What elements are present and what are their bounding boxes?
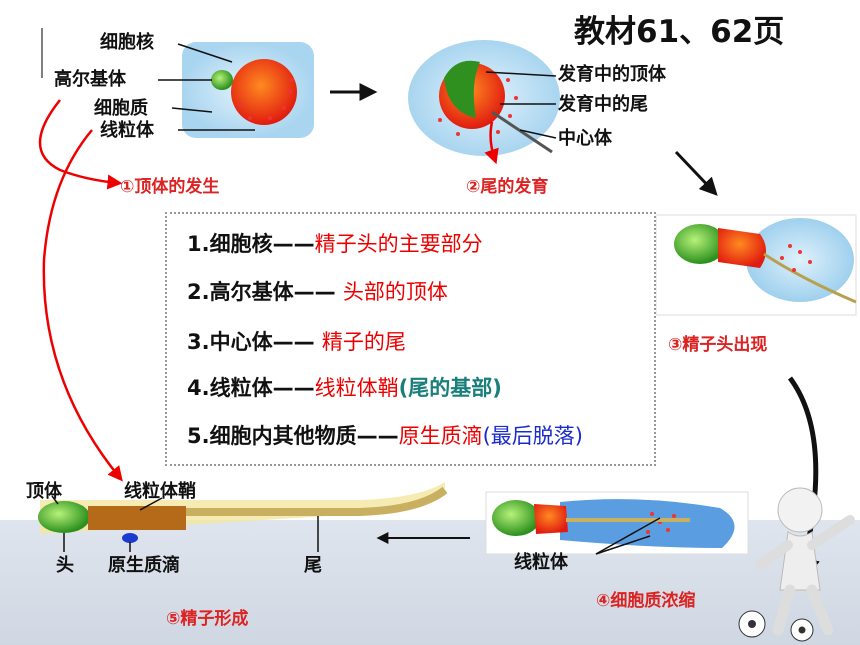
- summary-row-2: 2.高尔基体—— 头部的顶体: [187, 280, 448, 304]
- step-4: ④细胞质浓缩: [596, 591, 696, 611]
- label-nucleus: 细胞核: [100, 32, 154, 53]
- stage4-cell: [485, 491, 749, 555]
- label-tail-dev: 发育中的尾: [558, 94, 648, 115]
- stage2-red-arrow: [484, 121, 499, 165]
- red-arrow-golgi: [38, 99, 123, 190]
- stage2-cell: [408, 40, 560, 156]
- label-tail: 尾: [304, 555, 322, 576]
- arrow-2-3: [674, 150, 718, 196]
- label-mito-stage4: 线粒体: [514, 552, 568, 573]
- step-3: ③精子头出现: [668, 335, 768, 355]
- label-mitochondria: 线粒体: [100, 120, 154, 141]
- stick-figure: [738, 487, 855, 642]
- red-arrow-mito: [42, 129, 123, 482]
- label-golgi: 高尔基体: [54, 69, 126, 90]
- step-1: ①顶体的发生: [120, 177, 220, 197]
- step-2: ②尾的发育: [466, 177, 549, 197]
- label-cytoplasm: 细胞质: [94, 98, 148, 119]
- summary-row-1: 1.细胞核——精子头的主要部分: [187, 232, 483, 256]
- stage3-cell: [655, 214, 857, 316]
- summary-box: 1.细胞核——精子头的主要部分 2.高尔基体—— 头部的顶体 3.中心体—— 精…: [165, 212, 656, 466]
- page-title: 教材61、62页: [574, 14, 785, 50]
- label-head: 头: [56, 555, 74, 576]
- label-droplet: 原生质滴: [108, 555, 180, 576]
- label-acrosome: 顶体: [26, 481, 62, 502]
- label-acrosome-dev: 发育中的顶体: [558, 64, 666, 85]
- summary-row-5: 5.细胞内其他物质——原生质滴(最后脱落): [187, 424, 583, 448]
- summary-row-4: 4.线粒体——线粒体鞘(尾的基部): [187, 376, 502, 400]
- summary-row-3: 3.中心体—— 精子的尾: [187, 330, 406, 354]
- step-5: ⑤精子形成: [166, 609, 249, 629]
- label-centriole: 中心体: [558, 128, 612, 149]
- stage1-cell: [158, 42, 314, 138]
- label-mito-sheath: 线粒体鞘: [124, 481, 196, 502]
- stage5-sperm: [38, 482, 448, 552]
